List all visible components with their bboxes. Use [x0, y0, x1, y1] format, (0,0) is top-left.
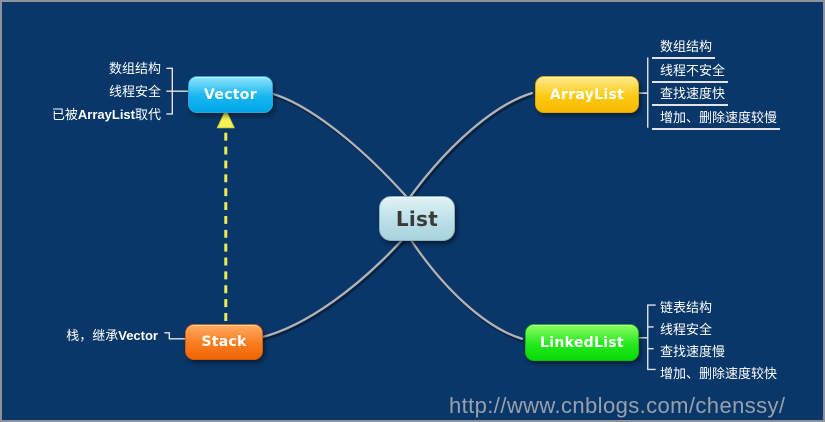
vector-note-thread: 线程安全	[108, 84, 161, 99]
linkedlist-note-bracket	[632, 304, 656, 371]
stack-note: 栈，继承Vector	[66, 328, 158, 344]
watermark-url: http://www.cnblogs.com/chenssy/	[449, 393, 786, 418]
curve-vector-list	[269, 91, 422, 214]
node-vector[interactable]: Vector	[188, 76, 273, 113]
stack-note-bold: Vector	[118, 328, 158, 343]
vector-note-replaced-bold: ArrayList	[77, 107, 135, 122]
node-stack[interactable]: Stack	[185, 324, 263, 360]
linkedlist-note-search: 查找速度慢	[660, 344, 726, 359]
curve-arraylist-list	[396, 91, 533, 216]
node-list[interactable]: List	[379, 196, 455, 241]
node-linkedlist[interactable]: LinkedList	[525, 324, 639, 361]
vector-note-bracket	[166, 67, 189, 115]
curve-stack-list	[258, 218, 422, 339]
linkedlist-note-modify: 增加、删除速度较快	[660, 366, 778, 381]
vector-note-replaced-post: 取代	[134, 107, 161, 122]
vector-note-replaced-pre: 已被	[51, 107, 78, 122]
inheritance-arrow-head	[216, 108, 235, 129]
arraylist-note-thread: 线程不安全	[652, 61, 729, 83]
arraylist-note-modify: 增加、删除速度较慢	[652, 108, 781, 130]
linkedlist-note-thread: 线程安全	[660, 322, 713, 337]
stack-note-pre: 栈，继承	[66, 328, 119, 343]
vector-note-structure: 数组结构	[108, 61, 161, 76]
node-arraylist[interactable]: ArrayList	[535, 76, 639, 113]
arraylist-note-structure: 数组结构	[652, 37, 716, 59]
vector-note-replaced: 已被ArrayList取代	[52, 107, 161, 123]
linkedlist-note-structure: 链表结构	[660, 300, 713, 315]
stack-note-connector	[164, 332, 187, 340]
arraylist-note-search: 查找速度快	[652, 84, 729, 106]
branch-curves	[258, 91, 533, 340]
curve-linkedlist-list	[396, 218, 524, 340]
